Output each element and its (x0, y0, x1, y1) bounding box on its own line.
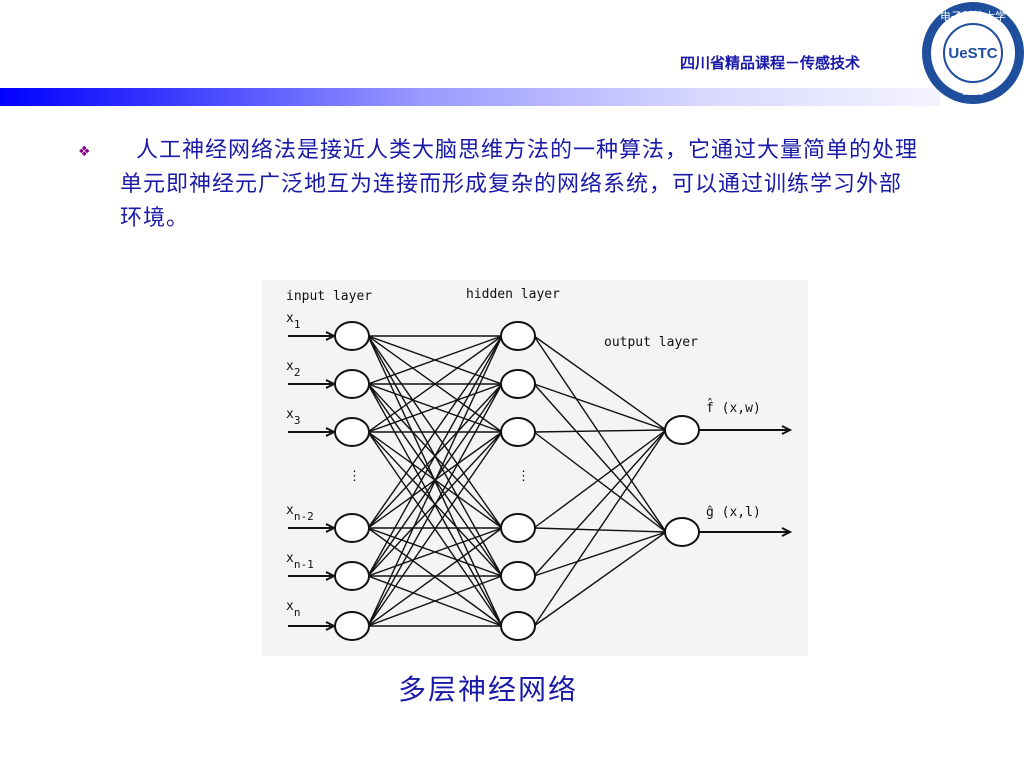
input-label-x1: x1 (286, 311, 300, 331)
diamond-bullet-icon: ❖ (78, 144, 91, 160)
hidden-node-4 (500, 561, 536, 591)
output-node-0 (664, 415, 700, 445)
university-logo: 电子科技大学 UeSTC 1966 (922, 2, 1024, 104)
edge-hid0-out0 (533, 335, 667, 431)
figure-caption: 多层神经网络 (398, 673, 579, 706)
edge-hid4-out1 (533, 531, 667, 577)
edge-hid3-out1 (533, 527, 667, 533)
edge-hid1-out0 (533, 383, 667, 431)
logo-monogram: UeSTC (948, 45, 997, 62)
logo-year: 1966 (962, 86, 985, 98)
hidden-node-1 (500, 369, 536, 399)
edge-in4-hid0 (367, 335, 503, 577)
hidden-layer-label: hidden layer (466, 287, 560, 302)
input-node-0 (334, 321, 370, 351)
edge-in5-hid3 (367, 527, 503, 627)
header-gradient-bar (0, 88, 940, 106)
edge-hid5-out0 (533, 429, 667, 627)
input-label-xn: xn (286, 599, 300, 619)
edge-hid5-out1 (533, 531, 667, 627)
edge-hid4-out0 (533, 429, 667, 577)
edge-in5-hid2 (367, 431, 503, 627)
edge-hid2-out0 (533, 429, 667, 433)
edge-in5-hid0 (367, 335, 503, 627)
course-title: 四川省精品课程－传感技术 (680, 54, 861, 72)
edge-hid0-out1 (533, 335, 667, 533)
edge-hid1-out1 (533, 383, 667, 533)
output-node-1 (664, 517, 700, 547)
hidden-node-2 (500, 417, 536, 447)
edge-in5-hid1 (367, 383, 503, 627)
input-node-4 (334, 561, 370, 591)
hidden-node-0 (500, 321, 536, 351)
output-arrowhead-1 (781, 527, 793, 537)
logo-ring-text: 电子科技大学 (940, 9, 1006, 23)
output-label-g: ĝ (x,l) (706, 505, 761, 520)
output-label-f: f̂ (x,w) (706, 398, 761, 416)
input-label-x2: x2 (286, 359, 300, 379)
edge-in3-hid0 (367, 335, 503, 529)
input-label-xn-1: xn-1 (286, 551, 314, 571)
edge-in2-hid0 (367, 335, 503, 433)
hidden-ellipsis: ⋮ (517, 469, 530, 484)
input-ellipsis: ⋮ (348, 469, 361, 484)
input-labels: x1 x2 x3 xn-2 xn-1 xn (286, 311, 314, 619)
edge-in1-hid0 (367, 335, 503, 385)
neural-network-diagram: input layer hidden layer output layer x1… (286, 287, 793, 641)
edge-in5-hid4 (367, 575, 503, 627)
input-node-5 (334, 611, 370, 641)
bullet-text: 人工神经网络法是接近人类大脑思维方法的一种算法，它通过大量简单的处理单元即神经元… (120, 138, 919, 231)
input-layer-label: input layer (286, 289, 372, 304)
input-label-xn-2: xn-2 (286, 503, 314, 523)
input-node-2 (334, 417, 370, 447)
input-node-3 (334, 513, 370, 543)
edge-hid3-out0 (533, 429, 667, 529)
output-layer-label: output layer (604, 335, 698, 350)
output-arrowhead-0 (781, 425, 793, 435)
hidden-node-3 (500, 513, 536, 543)
input-node-1 (334, 369, 370, 399)
edge-in4-hid3 (367, 527, 503, 577)
edge-in2-hid1 (367, 383, 503, 433)
input-label-x3: x3 (286, 407, 300, 427)
neural-network-figure: input layer hidden layer output layer x1… (262, 280, 808, 656)
hidden-node-5 (500, 611, 536, 641)
edge-hid2-out1 (533, 431, 667, 533)
